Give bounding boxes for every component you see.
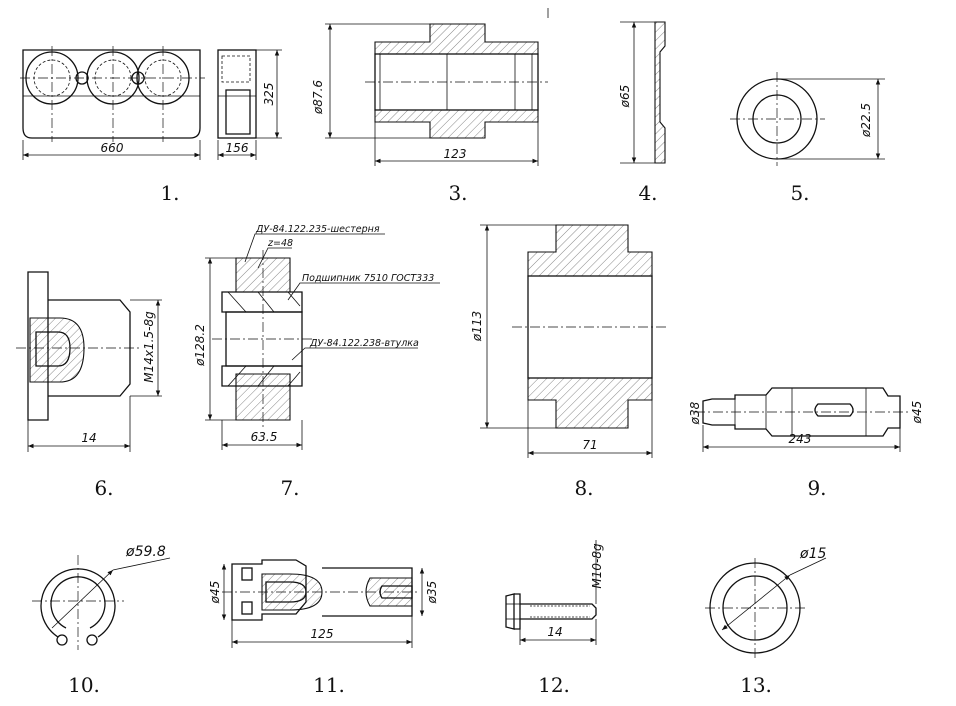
fig6-dim-1: M14x1.5-8g (142, 311, 156, 383)
fig4-dim-1: ø65 (618, 85, 632, 109)
fig5-dim-1: ø22.5 (859, 103, 873, 138)
fig8-number: 8. (574, 476, 593, 500)
fig12-number: 12. (538, 673, 570, 697)
fig3-number: 3. (448, 181, 467, 205)
fig11-dim-2: 125 (311, 627, 334, 641)
fig7-dim-2: 63.5 (251, 430, 278, 444)
fig10-number: 10. (68, 673, 100, 697)
fig9-dim-3: ø45 (910, 401, 924, 425)
fig5-number: 5. (790, 181, 809, 205)
fig1-number: 1. (160, 181, 179, 205)
fig13-dim-1: ø15 (799, 546, 826, 562)
figure-11-sleeve-shaft (221, 559, 425, 648)
figure-4-washer-section (620, 21, 666, 164)
figure-6-threaded-plug (16, 271, 162, 452)
figure-12-bolt (505, 540, 597, 645)
fig7-annotation-bushing: ДУ-84.122.238-втулка (309, 338, 419, 349)
figure-7-gear-bearing-assembly (205, 233, 440, 450)
fig3-dim-1: ø87.6 (311, 80, 325, 115)
fig9-dim-2: 243 (789, 432, 812, 446)
figure-9-shaft (695, 387, 910, 452)
fig7-annotation-gear: ДУ-84.122.235-шестерня (255, 224, 380, 235)
fig10-dim-1: ø59.8 (125, 544, 166, 560)
figure-13-ring (705, 557, 827, 658)
fig7-annotation-bearing: Подшипник 7510 ГОСТ333 (302, 273, 434, 284)
fig12-dim-2: 14 (547, 625, 562, 639)
fig9-dim-1: ø38 (688, 401, 702, 425)
fig1-dim-3: 325 (262, 83, 276, 106)
fig13-number: 13. (740, 673, 772, 697)
figure-8-gear-section (480, 224, 668, 458)
figure-1-housing (20, 46, 282, 160)
fig8-dim-1: ø113 (470, 311, 484, 342)
fig3-dim-2: 123 (444, 147, 467, 161)
fig8-dim-2: 71 (582, 438, 597, 452)
fig4-number: 4. (638, 181, 657, 205)
fig12-dim-1: M10-8g (590, 543, 604, 589)
figure-5-ring (730, 72, 885, 166)
fig1-dim-2: 156 (226, 141, 249, 155)
fig7-number: 7. (280, 476, 299, 500)
figure-10-retaining-ring (32, 555, 171, 650)
fig6-dim-2: 14 (81, 431, 96, 445)
fig11-dim-1: ø45 (208, 581, 222, 605)
fig1-dim-1: 660 (101, 141, 124, 155)
fig7-dim-1: ø128.2 (193, 324, 207, 367)
fig7-annotation-teeth: z=48 (267, 238, 293, 249)
fig9-number: 9. (807, 476, 826, 500)
fig6-number: 6. (94, 476, 113, 500)
figure-3-gear-hub (325, 23, 548, 166)
fig11-dim-3: ø35 (425, 581, 439, 605)
fig11-number: 11. (313, 673, 345, 697)
